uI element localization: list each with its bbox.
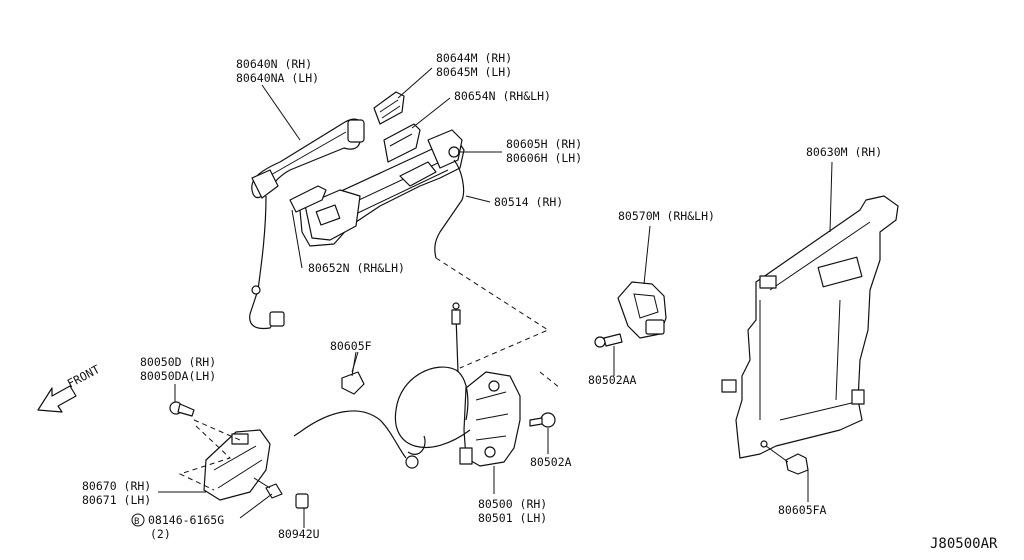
outside-handle-part: [251, 118, 365, 199]
label-panel-clip: 80605FA: [778, 503, 827, 517]
leader-lines: [158, 67, 833, 528]
label-handle-outer-rh: 80640N (RH): [236, 57, 312, 71]
label-cap: 80942U: [278, 527, 320, 541]
label-gasket-bottom: 80652N (RH&LH): [308, 261, 405, 275]
label-cable-clip: 80605F: [330, 339, 372, 353]
handle-bolt-part: [169, 401, 241, 491]
label-escutcheon-rh: 80644M (RH): [436, 51, 512, 65]
label-handle-bolt-lh: 80050DA(LH): [140, 369, 216, 383]
lock-cable-loop: [394, 366, 471, 448]
front-arrow-icon: [37, 385, 77, 413]
inside-handle-part: [203, 429, 271, 501]
label-bolt-qty: (2): [150, 527, 171, 541]
svg-text:B: B: [134, 517, 139, 527]
label-gasket-top: 80654N (RH&LH): [454, 89, 551, 103]
bolt-part: [253, 477, 283, 499]
handle-wire: [249, 195, 277, 330]
bolt-ref-symbol: B: [131, 513, 145, 527]
rod-cable: [434, 159, 465, 259]
label-panel: 80630M (RH): [806, 145, 882, 159]
label-bracket-rh: 80605H (RH): [506, 137, 582, 151]
label-handle-bolt-rh: 80050D (RH): [140, 355, 216, 369]
gasket-top-part: [383, 123, 421, 163]
cable-clip-part: [341, 351, 365, 395]
door-lock-part: [459, 371, 521, 467]
inside-handle-cable: [299, 410, 407, 459]
wire-connector: [269, 311, 285, 327]
front-label: FRONT: [65, 362, 102, 391]
inner-panel-part: [721, 195, 899, 459]
lock-bolt-part: [529, 412, 556, 428]
gasket-bottom-part: [289, 185, 327, 213]
escutcheon-part: [373, 91, 405, 125]
label-striker-bolt: 80502AA: [588, 373, 637, 387]
cap-part: [295, 493, 309, 509]
label-bracket-lh: 80606H (LH): [506, 151, 582, 165]
handle-bracket-part: [299, 129, 465, 247]
label-inside-handle-lh: 80671 (LH): [82, 493, 151, 507]
label-handle-outer-lh: 80640NA (LH): [236, 71, 319, 85]
panel-clip-part: [765, 445, 809, 475]
label-lock-lh: 80501 (LH): [478, 511, 547, 525]
label-lock-bolt: 80502A: [530, 455, 572, 469]
striker-bolt-part: [594, 333, 623, 348]
striker-part: [617, 281, 667, 339]
label-inside-handle-rh: 80670 (RH): [82, 479, 151, 493]
diagram-id: J80500AR: [930, 536, 998, 552]
label-striker: 80570M (RH&LH): [618, 209, 715, 223]
label-bolt-ref: 08146-6165G: [148, 513, 224, 527]
label-escutcheon-lh: 80645M (LH): [436, 65, 512, 79]
label-lock-rh: 80500 (RH): [478, 497, 547, 511]
label-rod: 80514 (RH): [494, 195, 563, 209]
